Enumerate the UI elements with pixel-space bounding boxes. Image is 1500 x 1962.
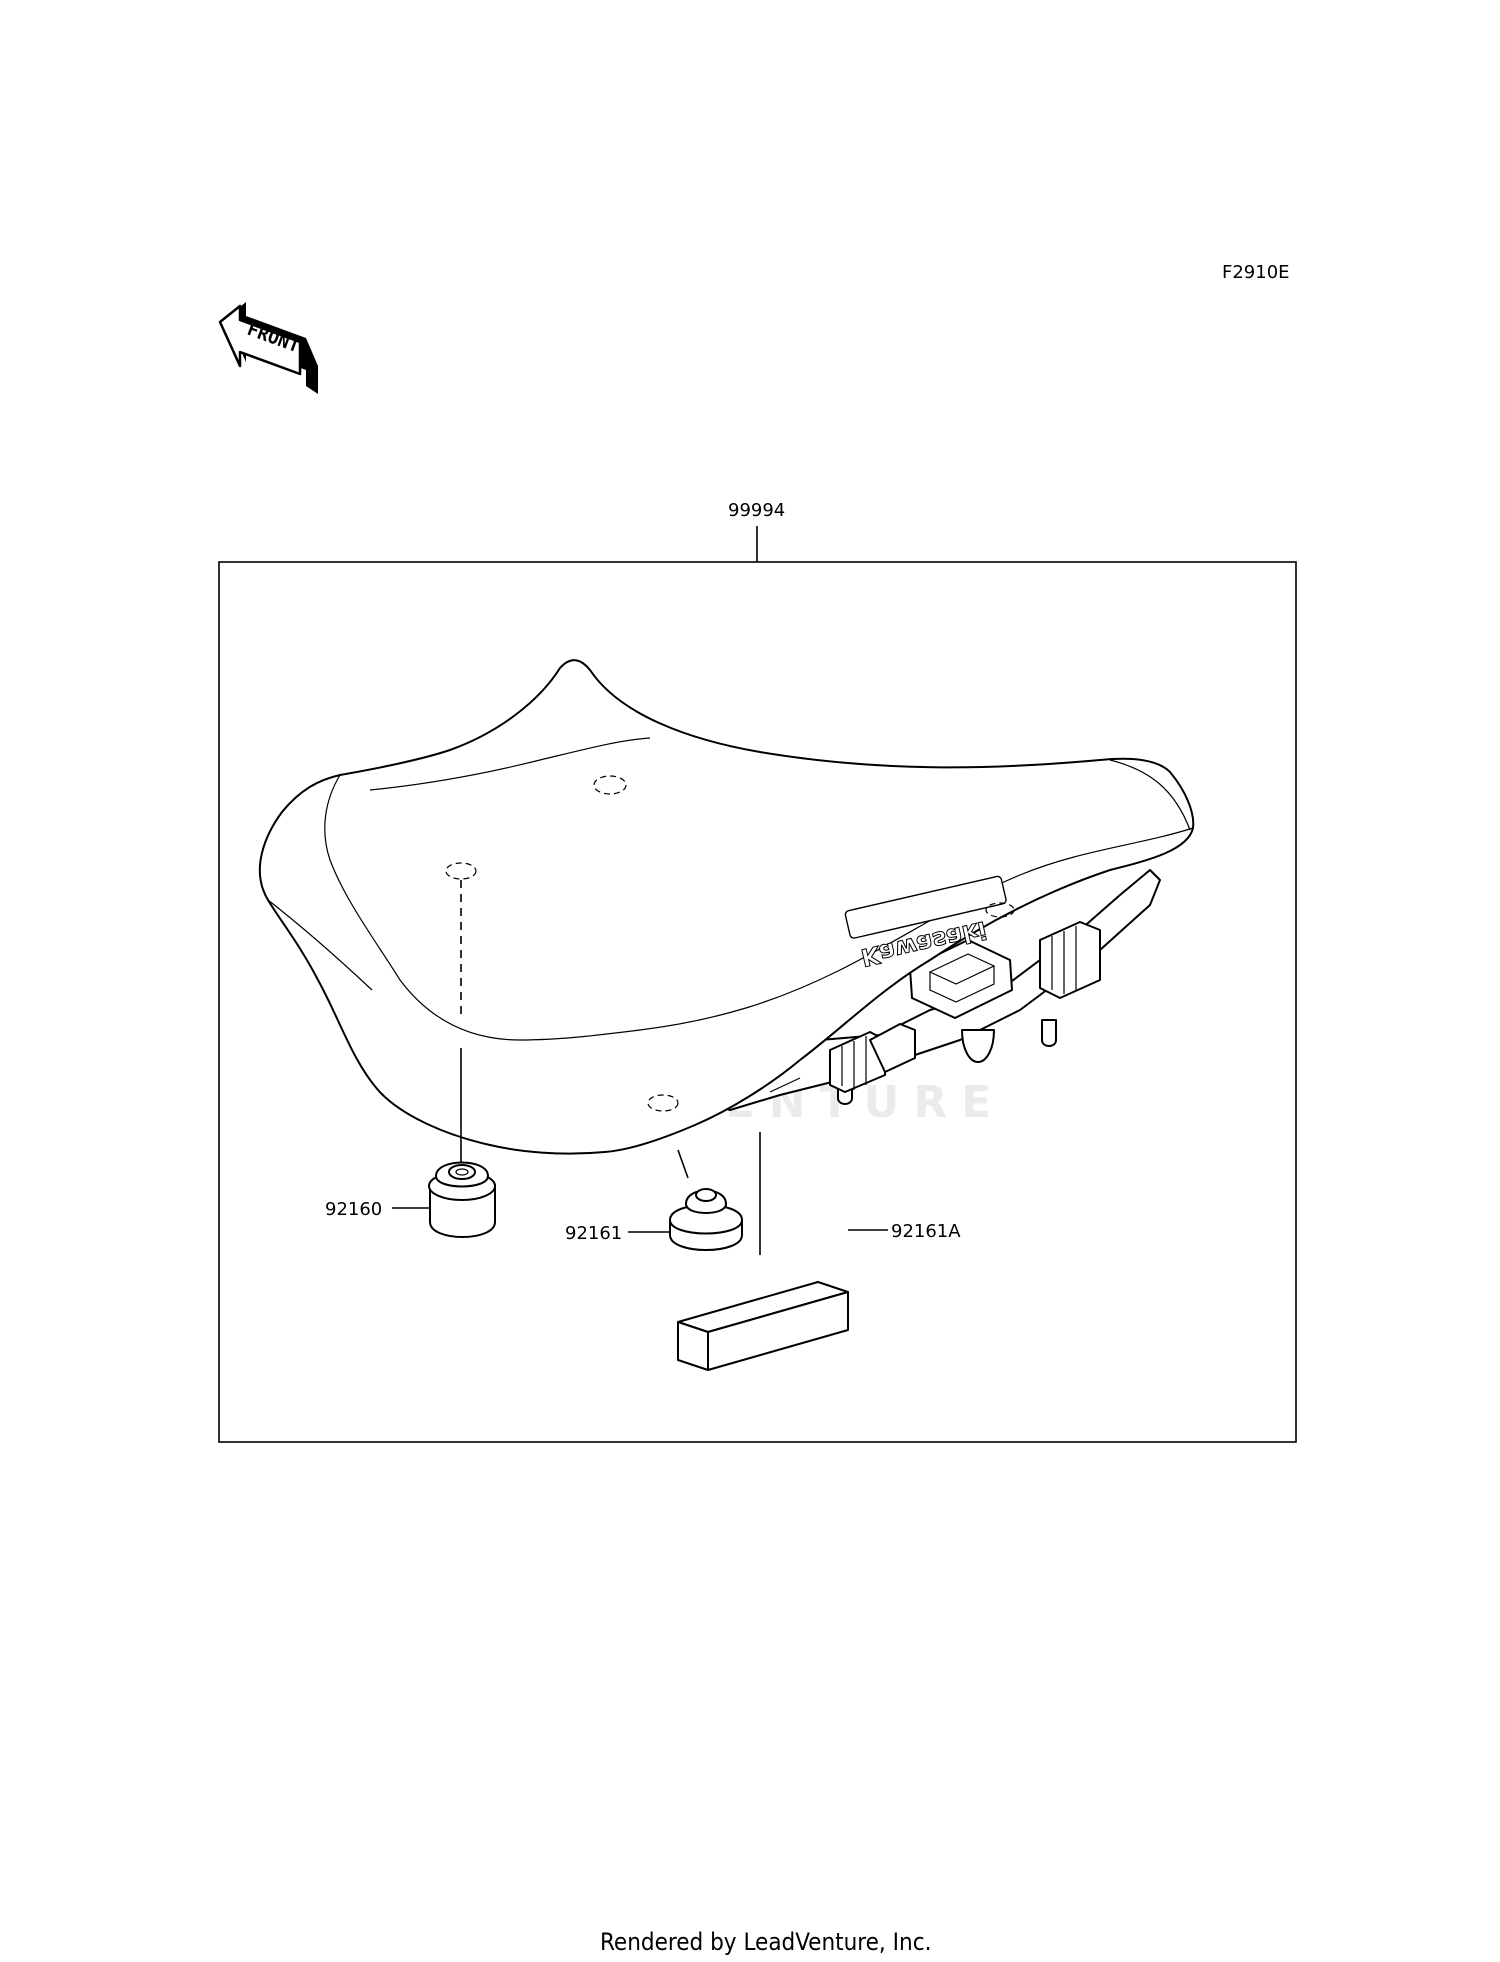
part-92161 xyxy=(669,1188,743,1251)
part-number-92161: 92161 xyxy=(565,1223,622,1244)
front-arrow-icon: FRONT xyxy=(218,302,318,394)
part-number-92161A: 92161A xyxy=(891,1221,961,1242)
part-number-92160: 92160 xyxy=(325,1199,382,1220)
part-number-99994: 99994 xyxy=(728,500,785,521)
assembly-frame xyxy=(218,561,1297,1443)
part-92160 xyxy=(428,1161,496,1238)
seat-base xyxy=(699,869,1161,1111)
part-92161A xyxy=(677,1281,849,1371)
diagram-code: F2910E xyxy=(1222,262,1290,283)
seat: Kawasaki xyxy=(258,659,1195,1155)
footer-credit: Rendered by LeadVenture, Inc. xyxy=(600,1928,931,1956)
